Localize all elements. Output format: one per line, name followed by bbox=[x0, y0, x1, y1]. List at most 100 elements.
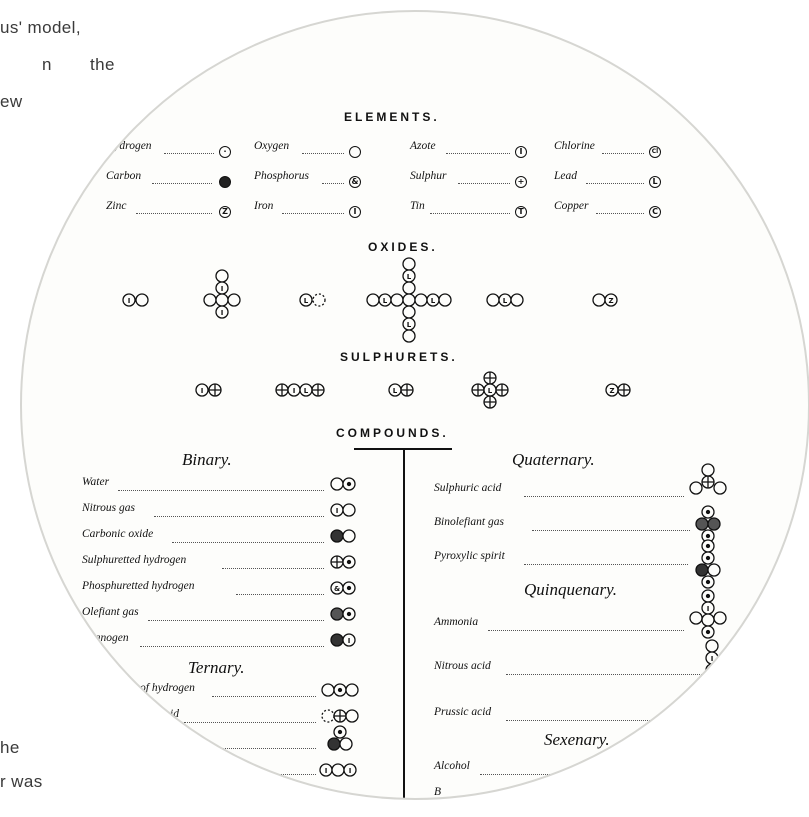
leader-dots bbox=[148, 620, 324, 621]
leader-dots bbox=[480, 774, 680, 775]
iron-symbol-icon: I bbox=[349, 206, 361, 218]
ternary-2-symbol-icon bbox=[321, 709, 359, 723]
leader-dots bbox=[232, 774, 316, 775]
svg-text:I: I bbox=[128, 297, 131, 305]
carbonic-oxide-symbol-icon bbox=[330, 529, 356, 543]
leader-dots bbox=[302, 153, 344, 154]
compound-name-ternary-1: of hydrogen bbox=[140, 682, 195, 694]
oxide-zinc-oxygen-icon: I bbox=[122, 293, 149, 307]
compounds-divider-line bbox=[403, 448, 405, 798]
oxide-lead-cross-icon: L L L L bbox=[366, 257, 452, 343]
leader-dots bbox=[524, 496, 684, 497]
svg-text:Z: Z bbox=[609, 387, 614, 395]
tin-symbol-icon: T bbox=[515, 206, 527, 218]
svg-text:L: L bbox=[304, 387, 309, 395]
compound-name-sulphuric-acid: Sulphuric acid bbox=[434, 482, 502, 494]
quaternary-heading: Quaternary. bbox=[512, 450, 595, 469]
svg-text:L: L bbox=[431, 297, 436, 305]
compound-name-nitrous-gas: Nitrous gas bbox=[82, 502, 135, 514]
binolefiant-gas-symbol-icon bbox=[695, 505, 721, 543]
compound-name-ternary-2: id bbox=[170, 708, 179, 720]
compound-name-nitrous-acid: Nitrous acid bbox=[434, 660, 491, 672]
leader-dots bbox=[524, 564, 688, 565]
element-name-zinc: Zinc bbox=[106, 200, 127, 212]
svg-text:L: L bbox=[304, 297, 309, 305]
compound-name-pyroxylic-spirit: Pyroxylic spirit bbox=[434, 550, 505, 562]
side-text-line-2a: n bbox=[42, 55, 52, 74]
phosphuretted-hydrogen-symbol-icon: & bbox=[330, 581, 356, 595]
quinquenary-heading: Quinquenary. bbox=[524, 580, 618, 599]
sulphuric-acid-symbol-icon bbox=[689, 463, 727, 495]
leader-dots bbox=[586, 183, 644, 184]
oxides-heading: OXIDES. bbox=[368, 240, 438, 254]
sulphur-symbol-icon: + bbox=[515, 176, 527, 188]
compound-name-cyanogen: Cyanogen bbox=[82, 632, 129, 644]
leader-dots bbox=[506, 674, 702, 675]
compound-name-prussic-acid: Prussic acid bbox=[434, 706, 492, 718]
element-name-copper: Copper bbox=[554, 200, 589, 212]
cyanogen-symbol-icon: I bbox=[330, 633, 356, 647]
side-text-line-4: he bbox=[0, 738, 20, 757]
svg-text:L: L bbox=[488, 387, 493, 395]
sulphuretted-hydrogen-symbol-icon bbox=[330, 555, 356, 569]
compound-name-ammonia: Ammonia bbox=[434, 616, 479, 628]
element-name-phosphorus: Phosphorus bbox=[254, 170, 309, 182]
oxide-lead-oxygen-icon: L bbox=[299, 293, 326, 307]
leader-dots bbox=[222, 568, 324, 569]
svg-text:L: L bbox=[393, 387, 398, 395]
oxide-zinc-icon: Z bbox=[592, 293, 618, 307]
leader-dots bbox=[322, 183, 344, 184]
azote-symbol-icon: I bbox=[515, 146, 527, 158]
sulphuret-double-icon: I L bbox=[275, 383, 325, 397]
compound-name-phosphuretted-hydrogen: Phosphuretted hydrogen bbox=[82, 580, 195, 592]
svg-text:Z: Z bbox=[608, 297, 613, 305]
leader-dots bbox=[430, 213, 510, 214]
compound-name-sulphuretted-hydrogen: Sulphuretted hydrogen bbox=[82, 554, 187, 566]
oxide-copper-icon: L bbox=[486, 293, 524, 307]
dalton-symbols-magnified-view: ELEMENTS. Hydrogen · Oxygen Azote I Chlo… bbox=[20, 10, 809, 800]
oxide-iron-oxygen-cross-icon: I I bbox=[203, 269, 241, 319]
svg-text:I: I bbox=[707, 605, 710, 613]
svg-text:L: L bbox=[383, 297, 388, 305]
compound-name-binolefiant-gas: Binolefiant gas bbox=[434, 516, 504, 528]
sulphuret-lead-icon: L bbox=[388, 383, 414, 397]
oxygen-symbol-icon bbox=[349, 146, 361, 158]
leader-dots bbox=[282, 213, 344, 214]
ternary-1-symbol-icon bbox=[321, 683, 359, 697]
ammonia-symbol-icon: I bbox=[689, 589, 727, 639]
carbon-symbol-icon bbox=[219, 176, 231, 188]
sexenary-heading: Sexenary. bbox=[544, 730, 610, 749]
element-name-azote: Azote bbox=[410, 140, 436, 152]
svg-text:I: I bbox=[348, 637, 351, 645]
svg-text:I: I bbox=[221, 285, 224, 293]
chlorine-symbol-icon: Cl bbox=[649, 146, 661, 158]
svg-text:L: L bbox=[503, 297, 508, 305]
sulphurets-heading: SULPHURETS. bbox=[340, 350, 458, 364]
elements-heading: ELEMENTS. bbox=[344, 110, 440, 124]
leader-dots bbox=[140, 646, 324, 647]
leader-dots bbox=[202, 748, 316, 749]
element-name-hydrogen: Hydrogen bbox=[106, 140, 152, 152]
lead-symbol-icon: L bbox=[649, 176, 661, 188]
zinc-symbol-icon: Z bbox=[219, 206, 231, 218]
compound-name-olefiant-gas: Olefiant gas bbox=[82, 606, 139, 618]
olefiant-gas-symbol-icon bbox=[330, 607, 356, 621]
side-text-line-5: r was bbox=[0, 772, 43, 791]
sulphuret-cross-icon: L bbox=[471, 371, 509, 409]
ternary-3-symbol-icon bbox=[327, 725, 353, 751]
leader-dots bbox=[184, 722, 316, 723]
svg-text:&: & bbox=[334, 585, 340, 593]
svg-text:I: I bbox=[201, 387, 204, 395]
svg-text:L: L bbox=[407, 273, 412, 281]
phosphorus-symbol-icon: & bbox=[349, 176, 361, 188]
leader-dots bbox=[136, 213, 212, 214]
nitrous-gas-symbol-icon: I bbox=[330, 503, 356, 517]
svg-text:L: L bbox=[407, 321, 412, 329]
leader-dots bbox=[596, 213, 644, 214]
leader-dots bbox=[164, 153, 214, 154]
compound-name-partial: B bbox=[434, 786, 442, 798]
hydrogen-symbol-icon: · bbox=[219, 146, 231, 158]
leader-dots bbox=[602, 153, 644, 154]
leader-dots bbox=[118, 490, 324, 491]
leader-dots bbox=[212, 696, 316, 697]
